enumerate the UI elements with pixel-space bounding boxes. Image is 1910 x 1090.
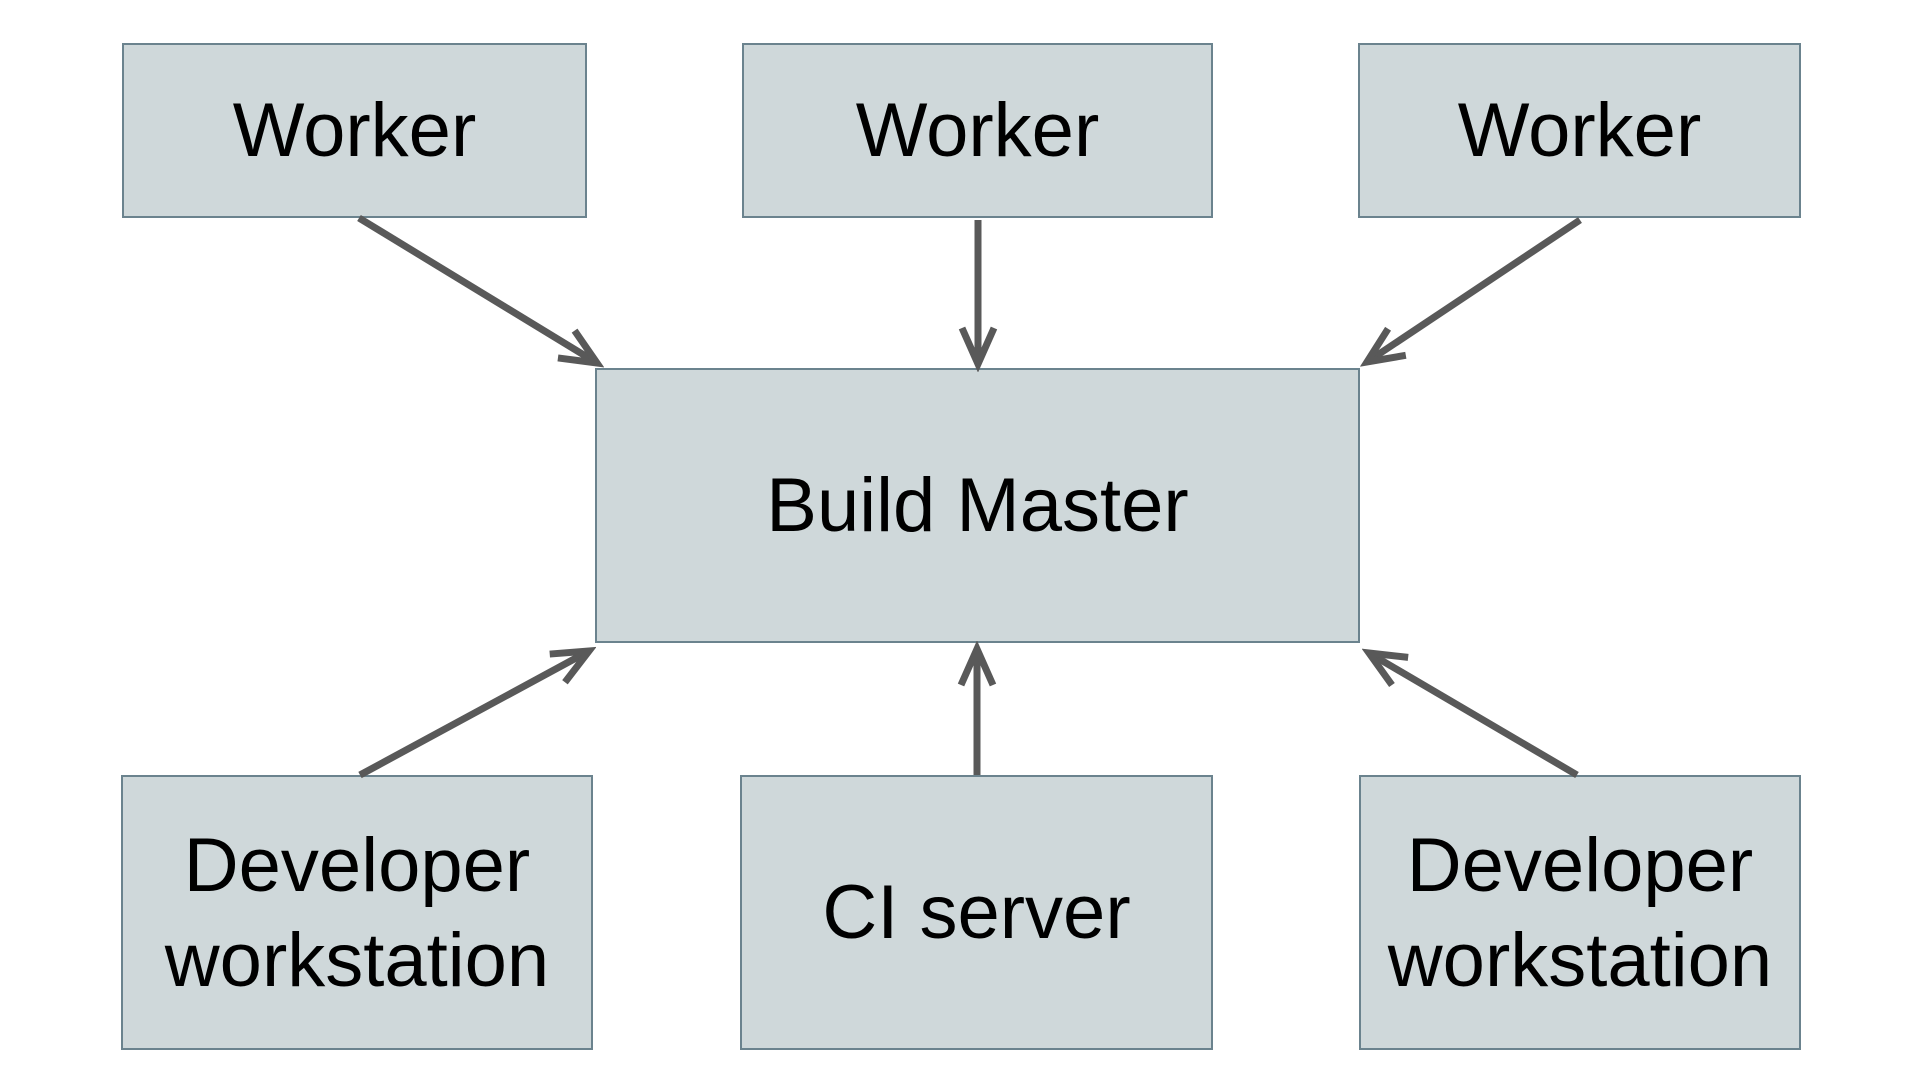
edge-worker-3-to-build-master (1367, 217, 1582, 362)
node-build-master: Build Master (595, 368, 1360, 643)
node-build-master-label: Build Master (766, 463, 1189, 548)
node-developer-workstation-right: Developer workstation (1359, 775, 1801, 1050)
node-ci-server-label: CI server (822, 870, 1131, 955)
node-worker-2-label: Worker (855, 88, 1100, 173)
node-worker-3-label: Worker (1457, 88, 1702, 173)
node-worker-3: Worker (1358, 43, 1801, 218)
node-developer-workstation-right-label: Developer workstation (1387, 822, 1773, 1003)
node-worker-1-label: Worker (232, 88, 477, 173)
node-developer-workstation-left: Developer workstation (121, 775, 593, 1050)
edge-developer-workstation-right-to-build-master (1369, 653, 1579, 779)
node-worker-1: Worker (122, 43, 587, 218)
node-ci-server: CI server (740, 775, 1213, 1050)
edge-developer-workstation-left-to-build-master (358, 651, 589, 779)
edge-worker-1-to-build-master (357, 215, 597, 363)
node-developer-workstation-left-label: Developer workstation (164, 822, 550, 1003)
node-worker-2: Worker (742, 43, 1213, 218)
